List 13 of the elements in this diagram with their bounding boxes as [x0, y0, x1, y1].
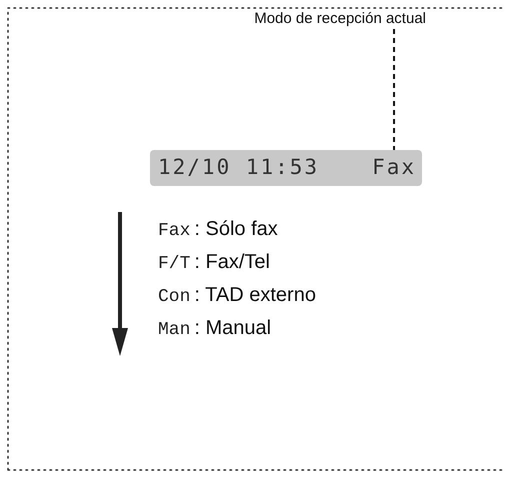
mode-description: : Manual	[194, 317, 272, 339]
lcd-text: Fax	[372, 155, 416, 179]
callout-text: Modo de recepción actual	[200, 10, 426, 27]
mode-code: Con	[158, 287, 190, 307]
mode-code: Fax	[158, 221, 190, 241]
mode-description: : Sólo fax	[194, 218, 278, 240]
mode-description: : TAD externo	[194, 284, 316, 306]
mode-description: : Fax/Tel	[194, 251, 270, 273]
leader-line	[393, 29, 396, 150]
lcd-text: 12/10 11:53	[158, 155, 320, 179]
mode-code: Man	[158, 320, 190, 340]
lcd-display	[150, 150, 422, 186]
mode-code: F/T	[158, 254, 190, 274]
